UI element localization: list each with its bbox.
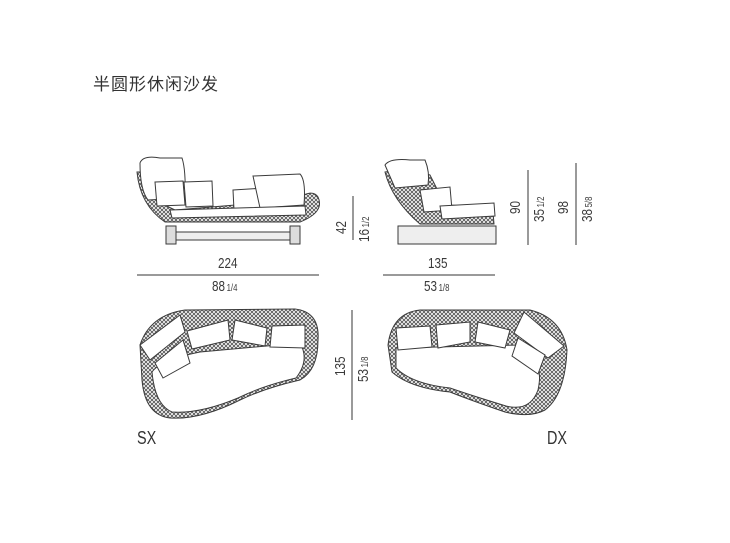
plan-view-sx [139,308,319,419]
side-depth-dim-line [383,274,495,276]
front-seat-cm: 42 [333,220,350,234]
side-view-sofa [384,159,497,245]
front-width-cm: 224 [218,255,238,272]
side-height1-dim-line [527,170,529,245]
plan-depth-in-whole: 53 [355,368,372,382]
plan-depth-in: 531/8 [355,357,372,382]
side-height1-in-whole: 35 [531,208,548,222]
front-seat-in-whole: 16 [356,228,373,242]
side-height2-cm: 98 [555,200,572,214]
side-height1-cm: 90 [507,200,524,214]
side-height1-in-frac: 1/2 [536,196,547,208]
plan-depth-dim-line [351,310,353,420]
side-height1-in: 351/2 [531,197,548,222]
side-depth-in-frac: 1/8 [438,283,450,294]
label-sx: SX [137,428,157,448]
front-seat-dim-line [352,196,354,240]
front-seat-in: 161/2 [356,217,373,242]
plan-depth-cm: 135 [332,356,349,376]
front-view-sofa [136,156,320,245]
plan-view-dx [387,309,568,416]
side-height2-dim-line [575,163,577,245]
side-height2-in-frac: 5/8 [584,196,595,208]
label-dx: DX [547,428,568,448]
front-seat-in-frac: 1/2 [361,216,372,228]
side-depth-in-whole: 53 [424,278,438,295]
front-width-in-whole: 88 [212,278,226,295]
front-width-dim-line [137,274,319,276]
side-height2-in: 385/8 [579,197,596,222]
page-title: 半圆形休闲沙发 [93,75,219,95]
side-height2-in-whole: 38 [579,208,596,222]
plan-depth-in-frac: 1/8 [360,356,371,368]
side-depth-cm: 135 [428,255,448,272]
front-width-in-frac: 1/4 [226,283,238,294]
